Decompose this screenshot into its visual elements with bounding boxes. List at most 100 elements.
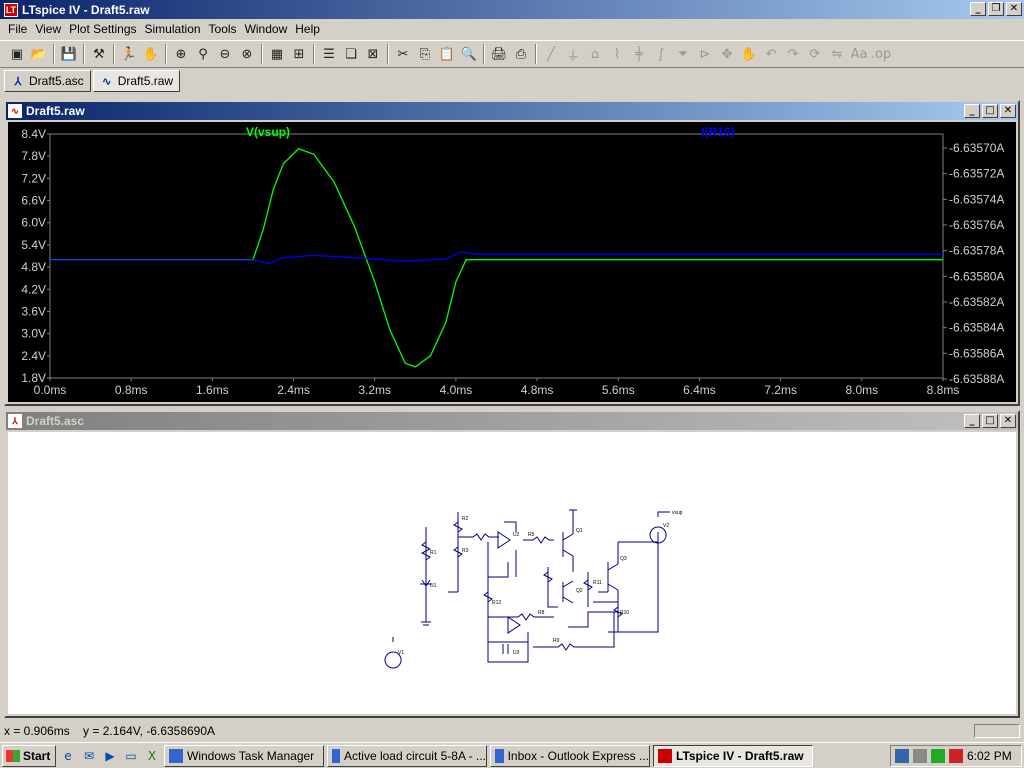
task-ltspice[interactable]: LTspice IV - Draft5.raw [653,744,813,767]
menu-file[interactable]: File [8,21,28,36]
schematic-canvas[interactable]: R1 U1 R2 R3 U2 R5 Q1 Q2 Q3 R12 R8 U3 R9 … [8,432,1016,714]
zoom-in-icon[interactable]: ⊕ [175,46,187,62]
label-icon[interactable]: ⌂ [590,46,600,62]
cut-icon[interactable]: ✂ [397,46,409,62]
svg-text:R1: R1 [430,550,437,556]
rotate-icon[interactable]: ⟳ [809,46,821,62]
svg-text:Q3: Q3 [620,556,627,562]
series-line-1 [50,148,943,368]
y-right-tick-label: -6.63584A [949,321,1004,335]
inductor-icon[interactable]: ∫ [657,46,665,62]
volume-icon[interactable] [913,749,927,763]
spice-directive-icon[interactable]: .op [870,46,892,62]
clock: 6:02 PM [967,749,1012,763]
autorange-icon[interactable]: ▦ [270,46,284,62]
waveform-minimize-button[interactable]: _ [964,104,980,118]
schematic-window-titlebar[interactable]: ⅄ Draft5.asc _ □ ✕ [6,412,1018,430]
text-icon[interactable]: Aa [850,46,868,62]
task-windows-task-manager[interactable]: Windows Task Manager [164,744,324,767]
zoom-full-icon[interactable]: ⊞ [293,46,305,62]
y-left-tick-label: 7.8V [21,149,46,163]
schematic-minimize-button[interactable]: _ [964,414,980,428]
task-outlook-inbox[interactable]: Inbox - Outlook Express ... [490,744,650,767]
menu-view[interactable]: View [35,21,62,36]
paste-icon[interactable]: 📋 [438,46,456,62]
waveform-close-button[interactable]: ✕ [1000,104,1016,118]
svg-text:Q2: Q2 [576,588,583,594]
menu-window[interactable]: Window [244,21,288,36]
internet-explorer-icon[interactable]: e [64,748,72,763]
print-preview-icon[interactable]: 🖨 [490,46,508,62]
run-icon[interactable]: 🏃 [120,46,138,62]
find-icon[interactable]: 🔍 [460,46,478,62]
waveform-maximize-button[interactable]: □ [982,104,998,118]
redo-icon[interactable]: ↷ [787,46,799,62]
tab-draft5-asc[interactable]: ⅄ Draft5.asc [4,70,91,92]
excel-icon[interactable]: X [147,748,157,763]
new-schematic-icon[interactable]: ▣ [10,46,24,62]
menu-help[interactable]: Help [295,21,320,36]
control-panel-icon[interactable]: ⚒ [93,46,105,62]
x-tick-label: 0.8ms [115,383,148,397]
alert-icon[interactable] [949,749,963,763]
svg-text:U2: U2 [513,532,520,538]
tile-horizontal-icon[interactable]: ☰ [323,46,335,62]
ground-icon[interactable]: ⏚ [566,48,580,64]
undo-icon[interactable]: ↶ [765,46,777,62]
zoom-pan-icon[interactable]: ⚲ [198,46,208,62]
schematic-maximize-button[interactable]: □ [982,414,998,428]
svg-text:R10: R10 [620,610,629,616]
system-tray: 6:02 PM [890,745,1022,767]
zoom-cancel-icon[interactable]: ⊗ [241,46,253,62]
print-icon[interactable]: ⎙ [515,46,527,62]
waveform-window-titlebar[interactable]: ∿ Draft5.raw _ □ ✕ [6,102,1018,120]
menu-plot-settings[interactable]: Plot Settings [69,21,137,36]
task-label: LTspice IV - Draft5.raw [676,748,804,763]
close-button[interactable]: ✕ [1006,2,1022,16]
outlook-icon[interactable]: ✉ [83,748,95,763]
status-bar: x = 0.906ms y = 2.164V, -6.6358690A [0,722,1024,740]
resistor-icon[interactable]: ⌇ [613,46,621,62]
restore-button[interactable]: ❐ [988,2,1004,16]
mirror-icon[interactable]: ⇋ [831,46,843,62]
tab-draft5-raw[interactable]: ∿ Draft5.raw [92,70,181,92]
y-left-tick-label: 3.6V [21,304,46,318]
schematic-icon: ⅄ [14,75,22,88]
menu-tools[interactable]: Tools [208,21,237,36]
taskbar: Start e ✉ ▶ ▭ X Windows Task Manager Act… [0,742,1024,768]
copy-icon[interactable]: ⎘ [419,46,431,62]
task-active-load-circuit[interactable]: Active load circuit 5-8A - ... [327,744,487,767]
halt-icon[interactable]: ✋ [142,46,160,62]
security-icon[interactable] [931,749,945,763]
media-player-icon[interactable]: ▶ [105,748,115,763]
ltspice-app-icon[interactable]: LT [4,2,18,17]
diode-icon[interactable]: ⏷ [677,46,689,62]
menu-simulation[interactable]: Simulation [144,21,201,36]
move-icon[interactable]: ✥ [721,46,733,62]
desktop-icon[interactable]: ▭ [125,748,137,763]
save-icon[interactable]: 💾 [60,46,78,62]
menu-bar: File View Plot Settings Simulation Tools… [0,19,1024,38]
network-icon[interactable] [895,749,909,763]
x-tick-label: 8.0ms [845,383,878,397]
y-left-tick-label: 4.8V [21,260,46,274]
x-tick-label: 0.0ms [34,383,67,397]
close-all-icon[interactable]: ⊠ [367,46,379,62]
capacitor-icon[interactable]: ╪ [635,46,643,62]
zoom-out-icon[interactable]: ⊖ [219,46,231,62]
task-label: Inbox - Outlook Express ... [507,748,649,763]
open-icon[interactable]: 📂 [30,46,48,62]
start-button[interactable]: Start [2,744,56,767]
y-left-tick-label: 6.0V [21,216,46,230]
wire-icon[interactable]: ╱ [547,46,555,62]
schematic-close-button[interactable]: ✕ [1000,414,1016,428]
svg-text:V1: V1 [398,650,404,656]
minimize-button[interactable]: _ [970,2,986,16]
svg-text:vsup: vsup [672,510,683,516]
component-icon[interactable]: ⊳ [699,46,711,62]
drag-icon[interactable]: ✋ [740,46,758,62]
cascade-icon[interactable]: ❏ [345,46,357,62]
x-tick-label: 3.2ms [358,383,391,397]
